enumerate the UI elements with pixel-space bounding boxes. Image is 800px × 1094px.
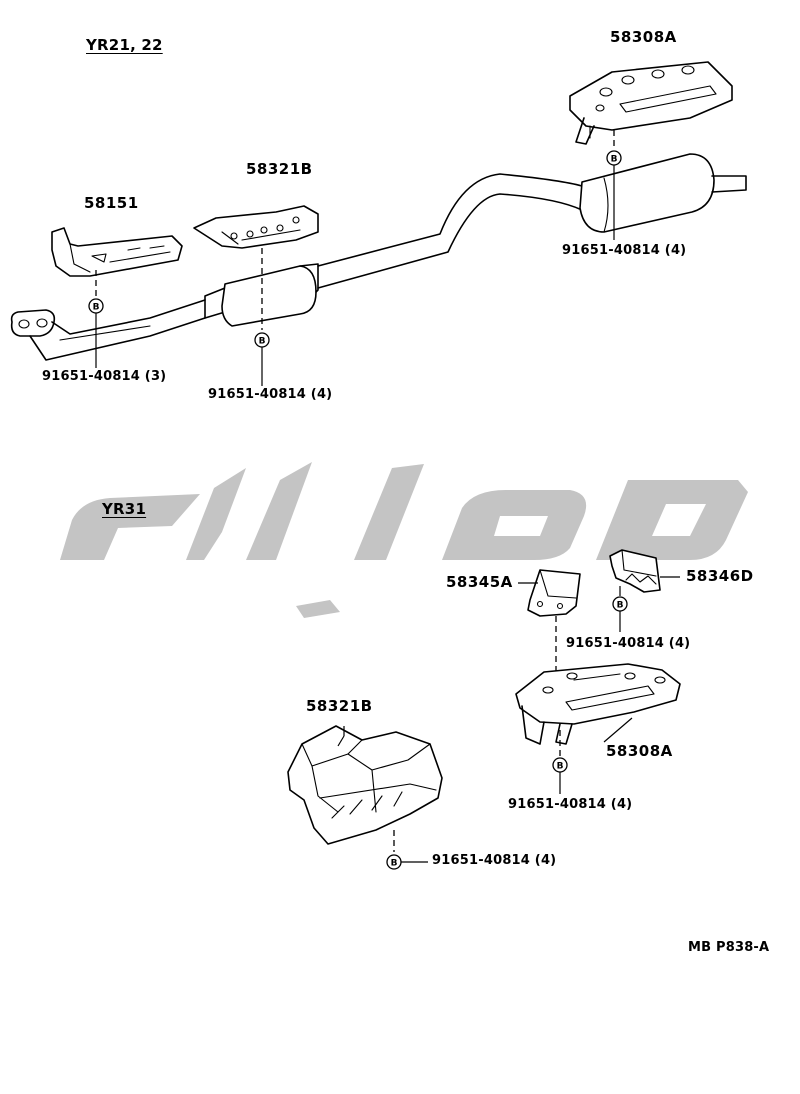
bolt-symbol: B	[611, 155, 618, 165]
bolt-part-number: 91651-40814	[42, 369, 141, 384]
bolt-callout-58321B-top: 91651-40814 (4)	[208, 387, 332, 402]
bolt-symbols: B B B B B B	[93, 155, 624, 869]
bolt-symbol: B	[259, 337, 266, 347]
bolt-symbol: B	[557, 762, 564, 772]
bracket-58346D-shape	[518, 549, 680, 632]
bolt-symbol: B	[93, 303, 100, 313]
bolt-part-number: 91651-40814	[432, 853, 531, 868]
bolt-part-number: 91651-40814	[562, 243, 661, 258]
bolt-quantity: (3)	[144, 369, 167, 384]
part-label-58345A: 58345A	[446, 573, 513, 591]
heat-insulator-58308A-bottom-shape	[515, 663, 681, 794]
part-label-58321B-top: 58321B	[246, 160, 313, 178]
bolt-callout-58308A-bottom: 91651-40814 (4)	[508, 797, 632, 812]
part-label-58151: 58151	[84, 194, 139, 212]
bolt-quantity: (4)	[668, 636, 691, 651]
bolt-callout-58151: 91651-40814 (3)	[42, 369, 166, 384]
bolt-symbol: B	[391, 859, 398, 869]
bolt-part-number: 91651-40814	[208, 387, 307, 402]
part-label-58346D: 58346D	[686, 567, 754, 585]
heat-insulator-58308A-top-shape	[569, 61, 733, 145]
bolt-quantity: (4)	[664, 243, 687, 258]
bolt-quantity: (4)	[534, 853, 557, 868]
part-label-58321B-bottom: 58321B	[306, 697, 373, 715]
top-fastener-callouts	[88, 130, 622, 386]
diagram-code: MB P838-A	[688, 940, 770, 955]
watermark-logo	[60, 462, 748, 618]
bolt-part-number: 91651-40814	[508, 797, 607, 812]
bolt-quantity: (4)	[310, 387, 333, 402]
bolt-quantity: (4)	[610, 797, 633, 812]
bolt-callout-muffler: 91651-40814 (4)	[562, 243, 686, 258]
bolt-callout-58321B-bottom: 91651-40814 (4)	[432, 853, 556, 868]
part-label-58308A-bottom: 58308A	[606, 742, 673, 760]
bolt-part-number: 91651-40814	[566, 636, 665, 651]
heat-insulator-58321B-bottom-shape	[287, 725, 443, 870]
heat-insulator-58321B-top-shape	[193, 205, 319, 249]
bolt-symbol: B	[617, 601, 624, 611]
bolt-callout-58346D: 91651-40814 (4)	[566, 636, 690, 651]
part-label-58308A-top: 58308A	[610, 28, 677, 46]
bracket-58345A-shape	[527, 569, 581, 700]
section-label-yr31: YR31	[102, 500, 147, 518]
heat-insulator-58151-shape	[51, 227, 183, 277]
section-label-yr21-22: YR21, 22	[86, 36, 163, 54]
